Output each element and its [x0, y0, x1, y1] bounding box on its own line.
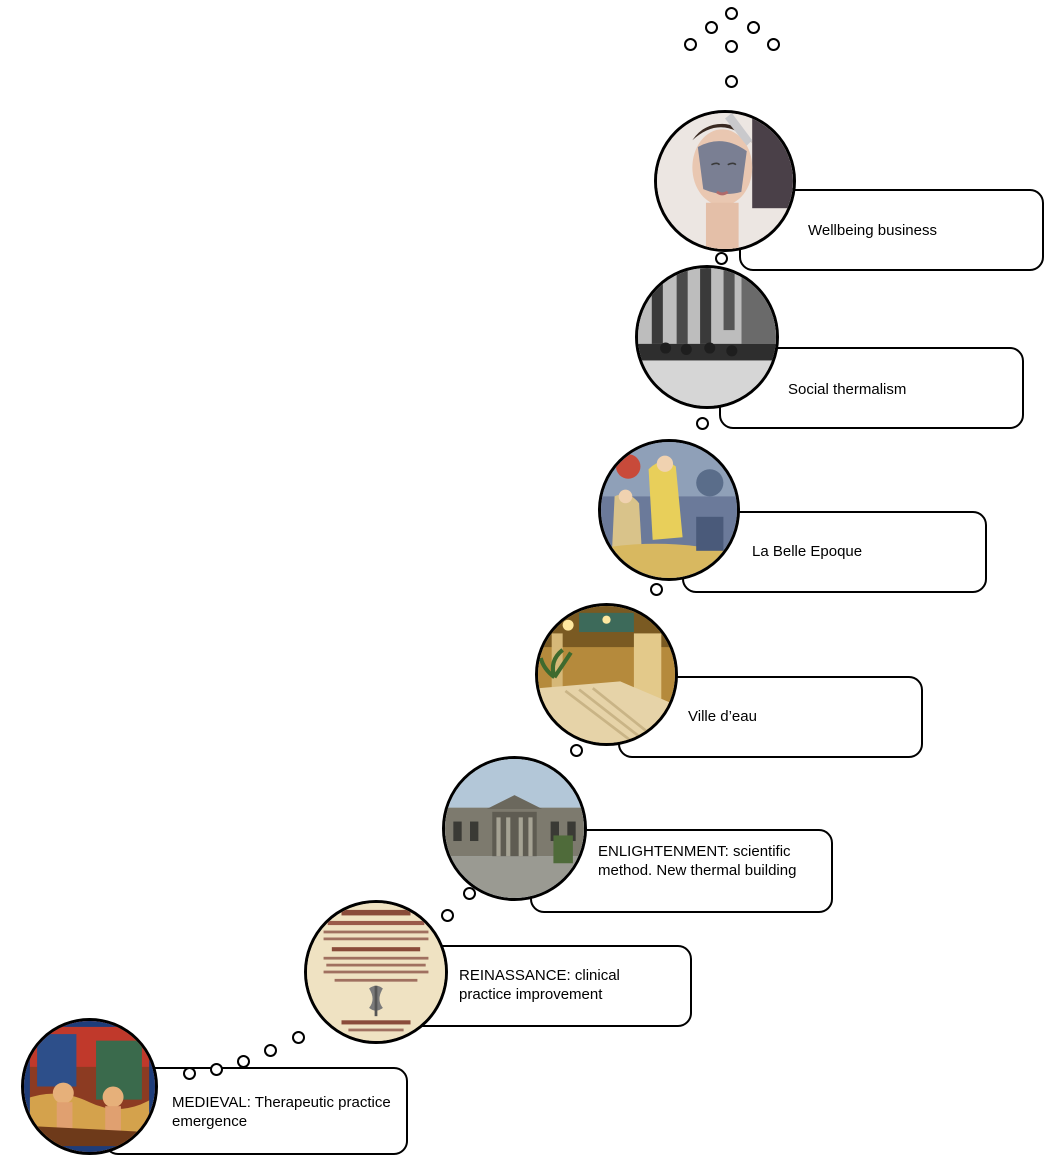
face-mask-spa-photo [654, 110, 796, 252]
connector-dot [183, 1067, 196, 1080]
renaissance-title-page [304, 900, 448, 1044]
connector-dot [725, 75, 738, 88]
connector-dot [650, 583, 663, 596]
connector-dot [725, 7, 738, 20]
stage-label-renaissance: REINASSANCE: clinical practice improveme… [459, 967, 620, 1003]
connector-dot [747, 21, 760, 34]
neoclassical-thermal-building [442, 756, 587, 901]
connector-dot [696, 417, 709, 430]
connector-dot [684, 38, 697, 51]
connector-dot [725, 40, 738, 53]
grand-staircase-hall [535, 603, 678, 746]
stage-label-medieval: MEDIEVAL: Therapeutic practice emergence [172, 1094, 391, 1130]
stage-label-enlightenment: ENLIGHTENMENT: scientific method. New th… [598, 843, 797, 879]
connector-dot [570, 744, 583, 757]
connector-dot [767, 38, 780, 51]
historic-bw-photo [635, 265, 779, 409]
stage-label-ville-deau: Ville d’eau [688, 708, 757, 725]
medieval-bathing-illustration [21, 1018, 158, 1155]
connector-dot [715, 252, 728, 265]
connector-dot [210, 1063, 223, 1076]
stage-label-belle-epoque: La Belle Epoque [752, 543, 863, 560]
art-nouveau-poster [598, 439, 740, 581]
connector-dot [264, 1044, 277, 1057]
connector-dot [292, 1031, 305, 1044]
connector-dot [441, 909, 454, 922]
stage-label-wellbeing-business: Wellbeing business [808, 222, 937, 239]
stage-label-social-thermalism: Social thermalism [788, 381, 907, 398]
connector-dot [237, 1055, 250, 1068]
connector-dot [705, 21, 718, 34]
